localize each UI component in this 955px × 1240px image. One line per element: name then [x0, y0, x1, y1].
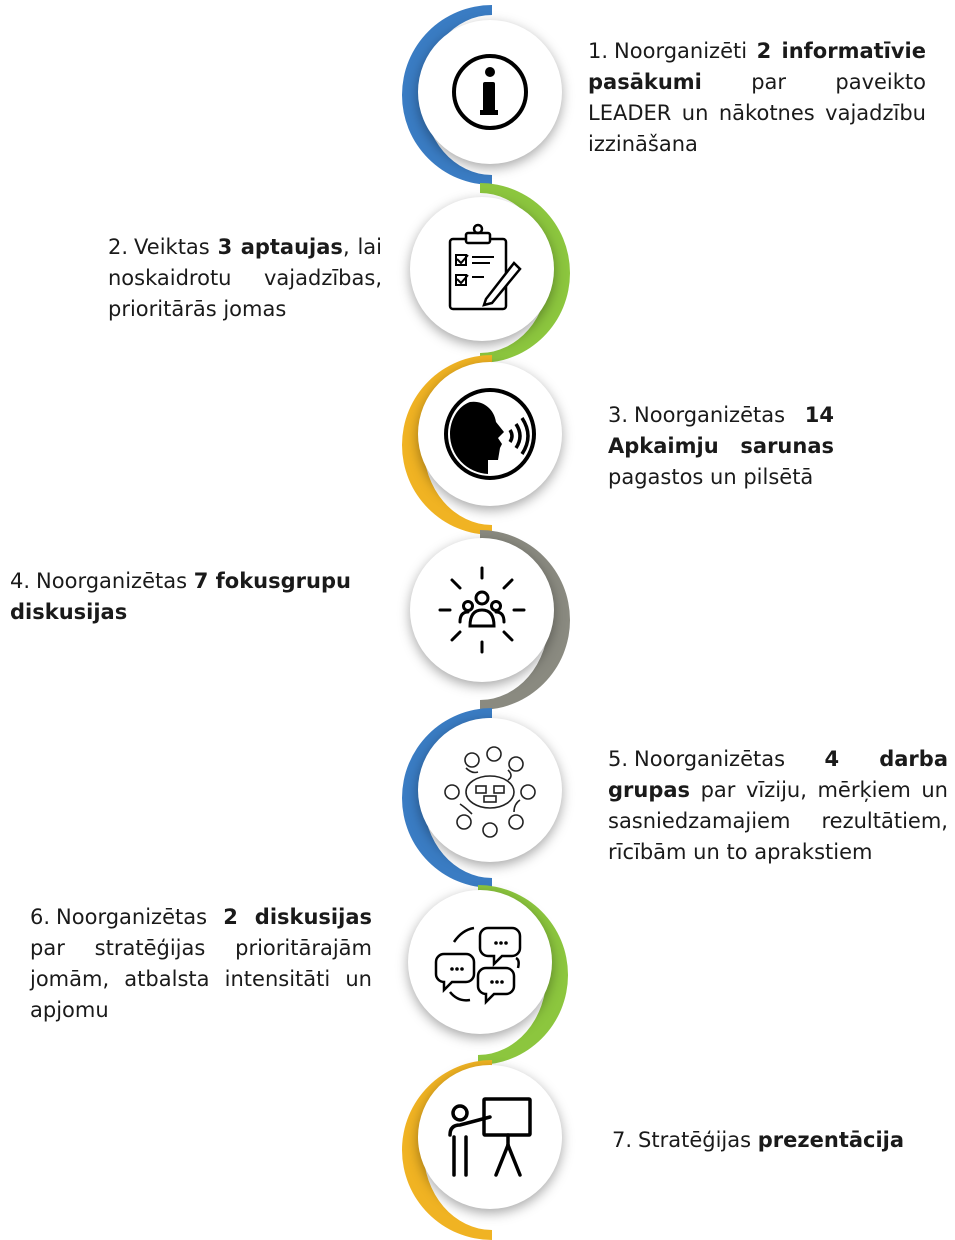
step-1-text: 1.Noorganizēti 2 informatīvie pasākumi p… [588, 39, 926, 156]
speaking-head-icon [444, 388, 536, 480]
focus-group-icon [438, 566, 526, 654]
step-4: 4.Noorganizētas 7 fokusgrupu diskusijas [0, 0, 955, 710]
ring-yellow-left [400, 355, 600, 535]
step-5-icon-circle [418, 718, 562, 862]
step-3: 3.Noorganizētas 14 Apkaimju sarunas paga… [0, 0, 955, 535]
step-1-icon-circle [418, 20, 562, 164]
ring-gray-right [398, 530, 598, 710]
step-4-icon-circle [410, 538, 554, 682]
step-6-text: 6.Noorganizētas 2 diskusijas par stratēģ… [30, 905, 372, 1022]
ring-blue-left-2 [400, 708, 600, 888]
step-5-text: 5.Noorganizētas 4 darba grupas par vīzij… [608, 747, 948, 864]
ring-green-right [398, 183, 598, 363]
ring-blue-left [400, 5, 600, 185]
step-2-icon-circle [410, 197, 554, 341]
step-2-text: 2.Veiktas 3 aptaujas, lai noskaidrotu va… [108, 235, 383, 321]
step-7-icon-circle [418, 1065, 562, 1209]
workgroup-table-icon [444, 746, 536, 838]
info-icon [452, 54, 528, 130]
step-6: 6.Noorganizētas 2 diskusijas par stratēģ… [0, 0, 955, 1065]
step-6-icon-circle [408, 890, 552, 1034]
step-3-text: 3.Noorganizētas 14 Apkaimju sarunas paga… [608, 403, 834, 489]
step-1: 1.Noorganizēti 2 informatīvie pasākumi p… [0, 0, 955, 185]
ring-green-right-2 [396, 885, 596, 1065]
step-4-text: 4.Noorganizētas 7 fokusgrupu diskusijas [10, 569, 351, 624]
step-7-text: 7.Stratēģijas prezentācija [612, 1128, 905, 1152]
presentation-icon [448, 1097, 532, 1177]
step-5: 5.Noorganizētas 4 darba grupas par vīzij… [0, 0, 955, 888]
clipboard-survey-icon [448, 223, 522, 311]
step-2: 2.Veiktas 3 aptaujas, lai noskaidrotu va… [0, 0, 955, 363]
step-3-icon-circle [418, 362, 562, 506]
chat-bubbles-icon [434, 926, 522, 1006]
